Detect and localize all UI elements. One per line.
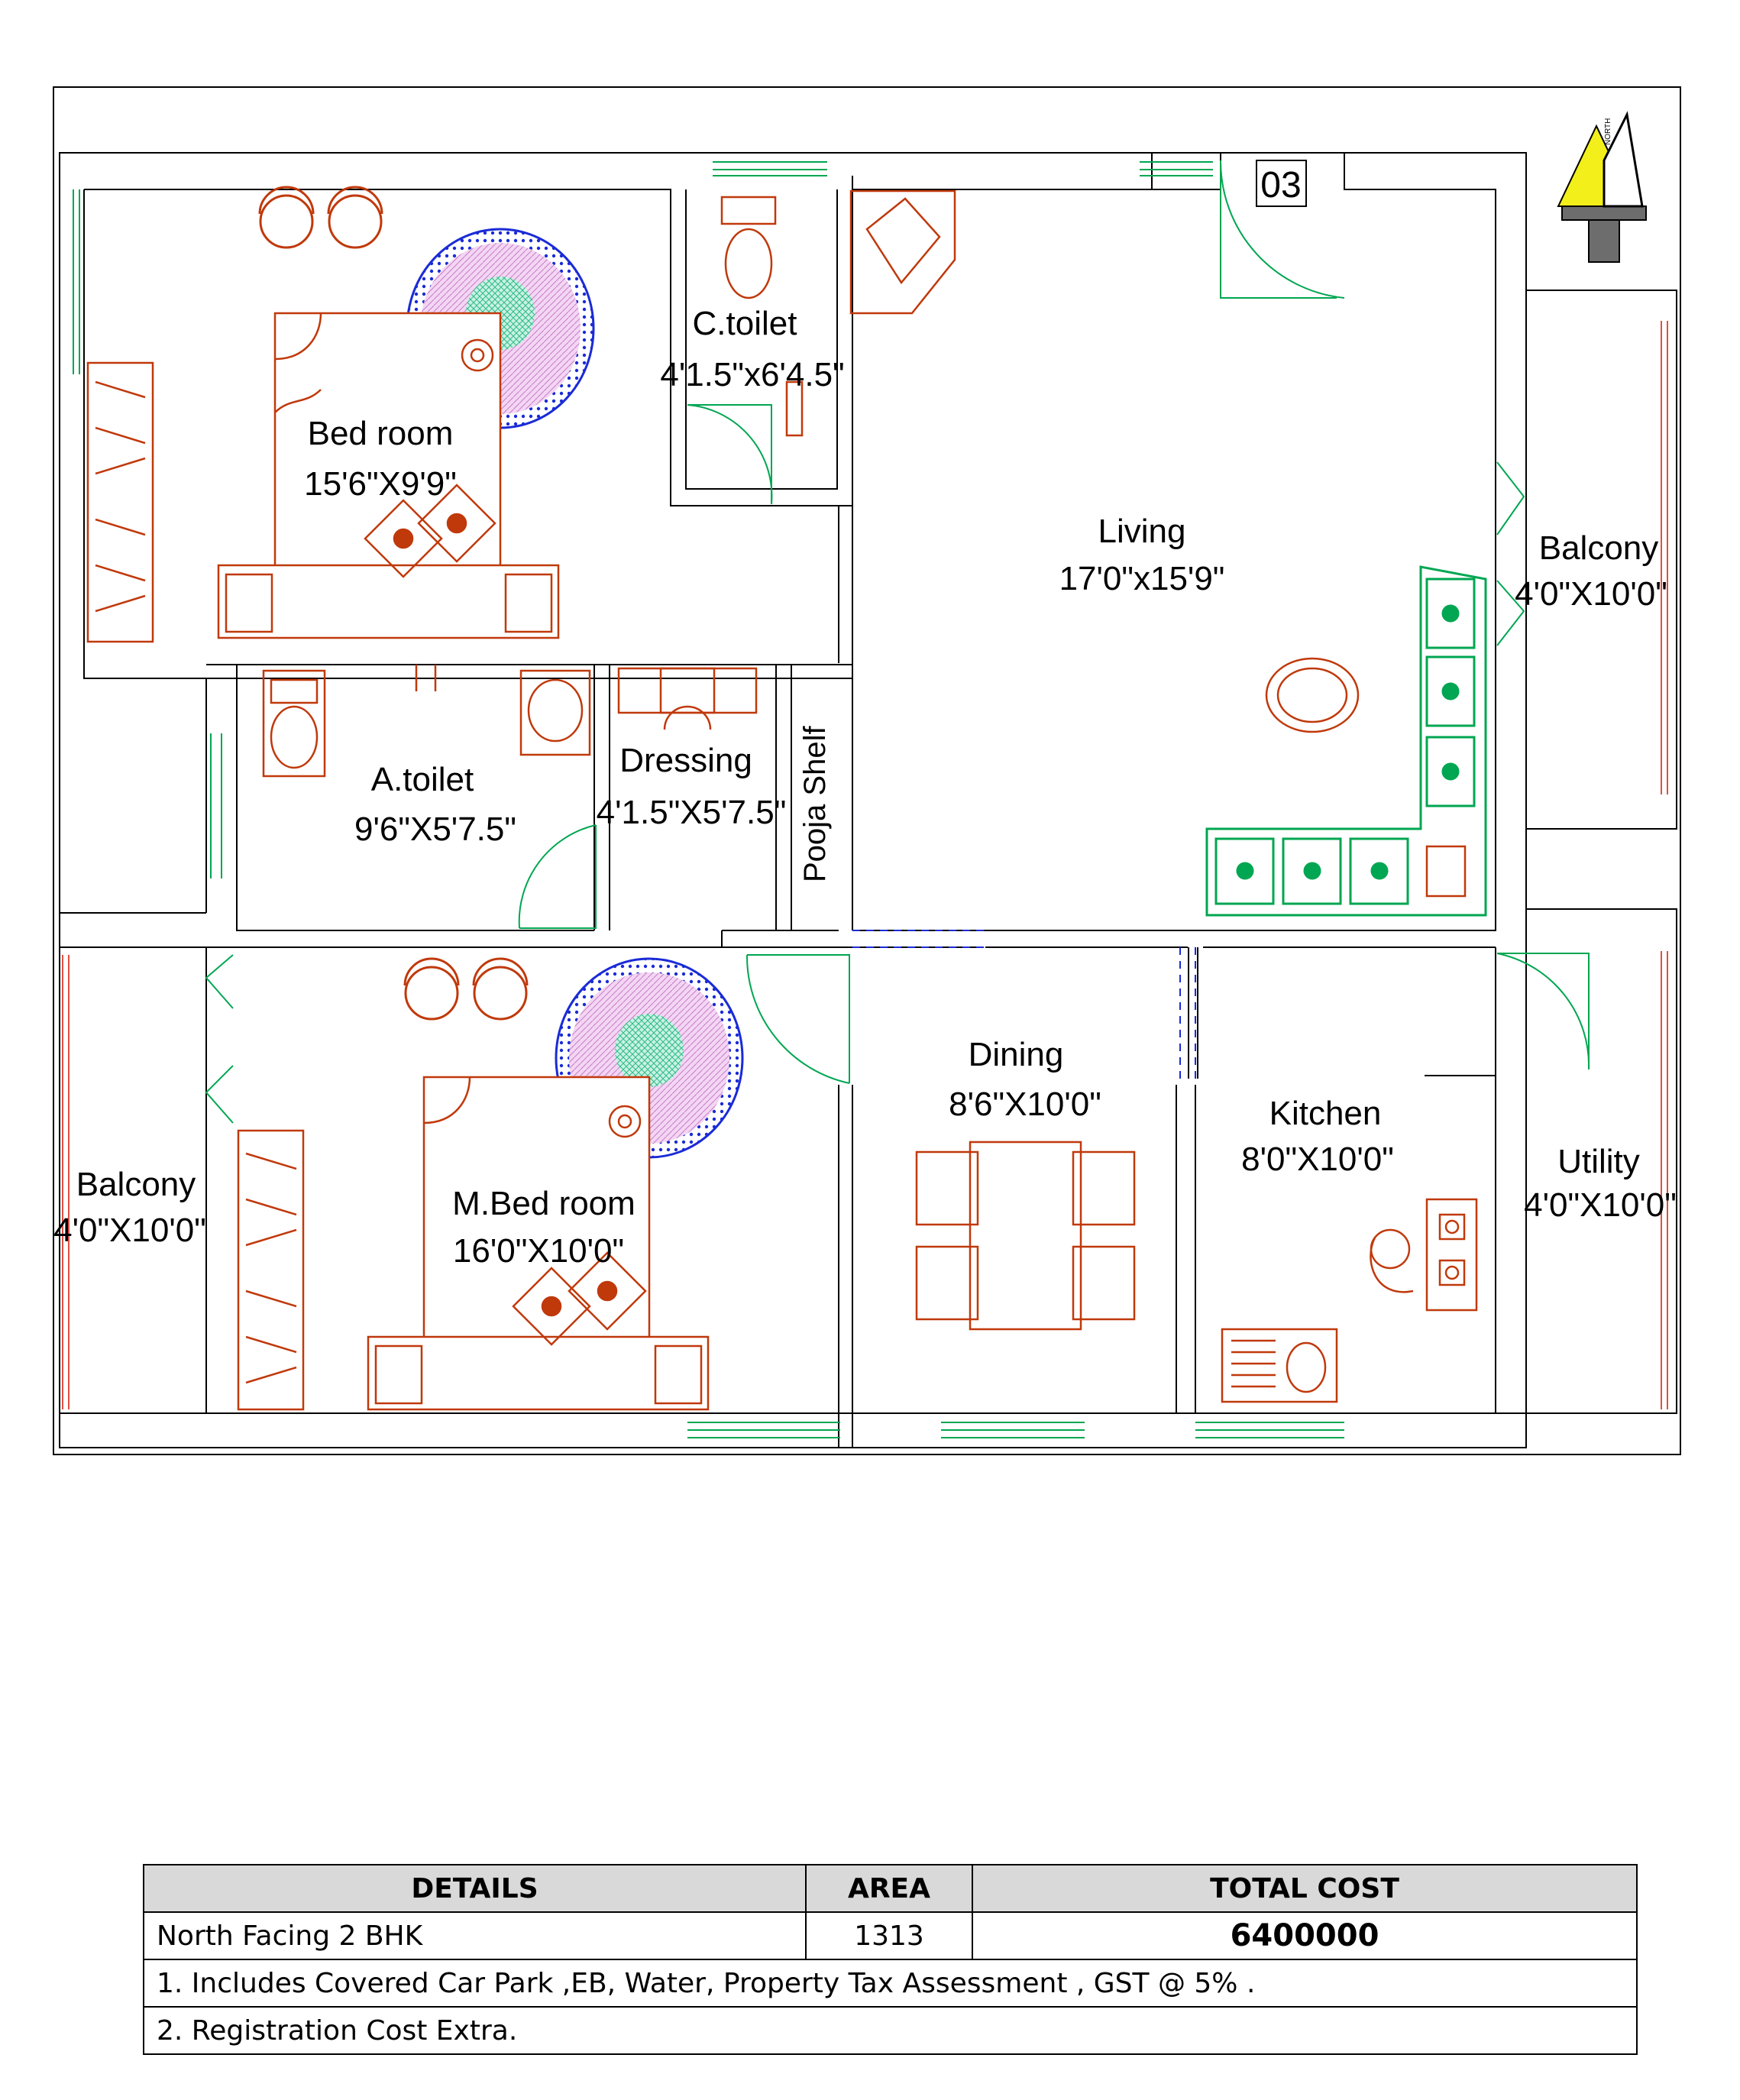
chair-pair-bottom (403, 957, 529, 1021)
pooja-shelf-name: Pooja Shelf (798, 726, 832, 882)
a-toilet-name: A.toilet (371, 761, 474, 798)
wardrobe-bottom (237, 1129, 305, 1411)
floor-plan: NORTH 03 Bed room 15'6"X9'9" C.toilet 4'… (53, 86, 1681, 1455)
kitchen-fixtures (1221, 1198, 1478, 1403)
header-details: DETAILS (143, 1864, 807, 1913)
balcony-east-name: Balcony (1539, 529, 1659, 567)
a-toilet-fixtures (262, 665, 591, 778)
bed-bottom (367, 1076, 710, 1411)
balcony-west-name: Balcony (76, 1166, 196, 1203)
note-row-2: 2. Registration Cost Extra. (143, 2006, 1638, 2055)
bed-top (217, 312, 560, 639)
header-total-cost: TOTAL COST (972, 1864, 1638, 1913)
utility-name: Utility (1557, 1143, 1640, 1180)
walls (53, 86, 1681, 1455)
flat-number-box (1256, 160, 1307, 207)
flat-number: 03 (1260, 165, 1301, 205)
c-toilet-fixtures (720, 196, 804, 437)
living-size: 17'0"x15'9" (1059, 560, 1225, 597)
note-row-1: 1. Includes Covered Car Park ,EB, Water,… (143, 1959, 1638, 2008)
sofa-icon (849, 189, 956, 315)
north-arrow-icon: NORTH (1557, 111, 1647, 263)
master-bedroom-size: 16'0"X10'0" (453, 1232, 624, 1270)
dining-size: 8'6"X10'0" (949, 1086, 1101, 1123)
north-label: NORTH (1604, 118, 1612, 145)
living-name: Living (1098, 513, 1186, 550)
doors (205, 160, 1590, 1124)
balcony-railings (62, 321, 1668, 1409)
windows (73, 161, 1344, 1438)
wardrobe-top (86, 361, 154, 643)
cell-area: 1313 (805, 1911, 973, 1960)
cell-total-cost: 6400000 (972, 1911, 1638, 1960)
openings (852, 930, 1196, 1085)
master-bedroom-name: M.Bed room (452, 1185, 636, 1222)
note-2: 2. Registration Cost Extra. (143, 2006, 1638, 2055)
cost-table: DETAILS AREA TOTAL COST North Facing 2 B… (143, 1864, 1638, 2055)
stove-counter (1205, 565, 1487, 917)
dressing-table (617, 667, 758, 730)
utility-size: 4'0"X10'0" (1524, 1186, 1677, 1224)
balcony-west-size: 4'0"X10'0" (53, 1212, 206, 1249)
c-toilet-name: C.toilet (693, 305, 797, 342)
header-area: AREA (805, 1864, 973, 1913)
c-toilet-size: 4'1.5"x6'4.5" (660, 356, 844, 393)
bedroom-name: Bed room (308, 415, 454, 452)
dressing-name: Dressing (619, 742, 752, 779)
balcony-east-size: 4'0"X10'0" (1515, 575, 1667, 613)
cell-details: North Facing 2 BHK (143, 1911, 807, 1960)
table-row: North Facing 2 BHK 1313 6400000 (143, 1911, 1638, 1960)
fridge-icon (1425, 845, 1467, 898)
dining-set (915, 1141, 1136, 1331)
dining-name: Dining (969, 1036, 1064, 1073)
room-labels: Bed room 15'6"X9'9" C.toilet 4'1.5"x6'4.… (53, 305, 1677, 1270)
a-toilet-size: 9'6"X5'7.5" (354, 811, 516, 848)
kitchen-name: Kitchen (1269, 1095, 1382, 1132)
note-1: 1. Includes Covered Car Park ,EB, Water,… (143, 1959, 1638, 2008)
living-table (1265, 657, 1360, 733)
dressing-size: 4'1.5"X5'7.5" (597, 794, 787, 831)
bedroom-size: 15'6"X9'9" (304, 465, 457, 503)
chair-pair-top (258, 186, 383, 249)
kitchen-size: 8'0"X10'0" (1241, 1141, 1394, 1178)
table-header-row: DETAILS AREA TOTAL COST (143, 1864, 1638, 1913)
